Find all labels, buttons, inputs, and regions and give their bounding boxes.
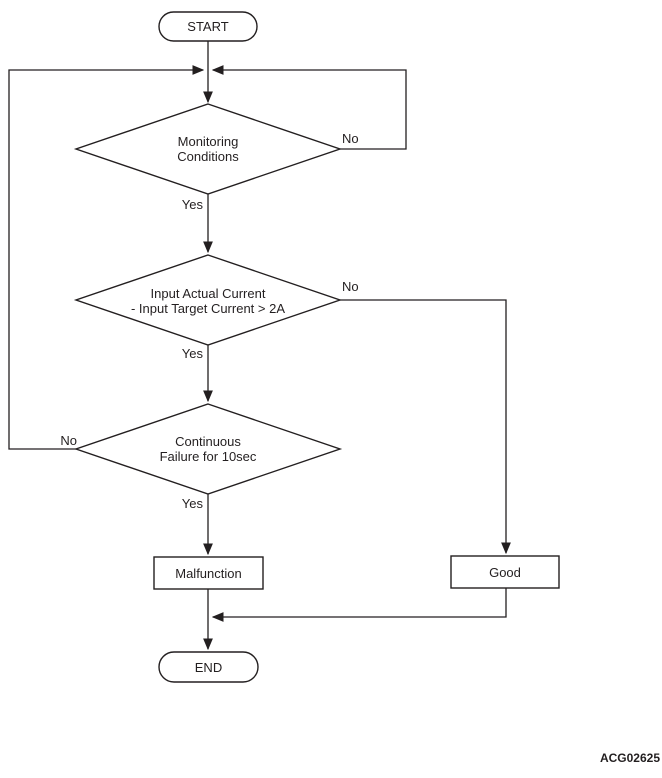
figure-code: ACG02625 [599, 751, 660, 765]
good-label: Good [489, 565, 521, 580]
end-label: END [194, 660, 223, 675]
continuous-failure-label: Continuous Failure for 10sec [78, 434, 338, 464]
malfunction-label: Malfunction [175, 566, 242, 581]
end-terminal-shape [158, 651, 259, 683]
current-check-decision-shape [73, 254, 343, 346]
current-check-label: Input Actual Current - Input Target Curr… [58, 286, 358, 316]
continuous-failure-line1: Continuous [175, 434, 241, 449]
malfunction-process-shape [153, 556, 264, 590]
good-process-shape [450, 555, 560, 589]
monitoring-conditions-decision-shape [73, 103, 343, 195]
monitoring-conditions-line1: Monitoring [177, 134, 239, 149]
monitoring-no-label: No [342, 131, 359, 146]
current-yes-label: Yes [181, 346, 203, 361]
start-terminal-shape [158, 11, 258, 42]
current-no-label: No [342, 279, 359, 294]
start-label: START [187, 19, 229, 34]
failure-yes-label: Yes [181, 496, 203, 511]
monitoring-conditions-label: Monitoring Conditions [78, 134, 338, 164]
continuous-failure-decision-shape [73, 403, 343, 495]
monitoring-conditions-line2: Conditions [177, 149, 239, 164]
current-check-line1: Input Actual Current [150, 286, 266, 301]
continuous-failure-line2: Failure for 10sec [159, 449, 257, 464]
edge-good-merge [211, 588, 507, 622]
monitoring-yes-label: Yes [181, 197, 203, 212]
edge-monitoring-no-loop [211, 65, 407, 150]
edge-current-no-to-good [340, 299, 511, 555]
edge-failure-no-loop [8, 65, 205, 450]
failure-no-label: No [60, 433, 77, 448]
current-check-line2: - Input Target Current > 2A [130, 301, 286, 316]
